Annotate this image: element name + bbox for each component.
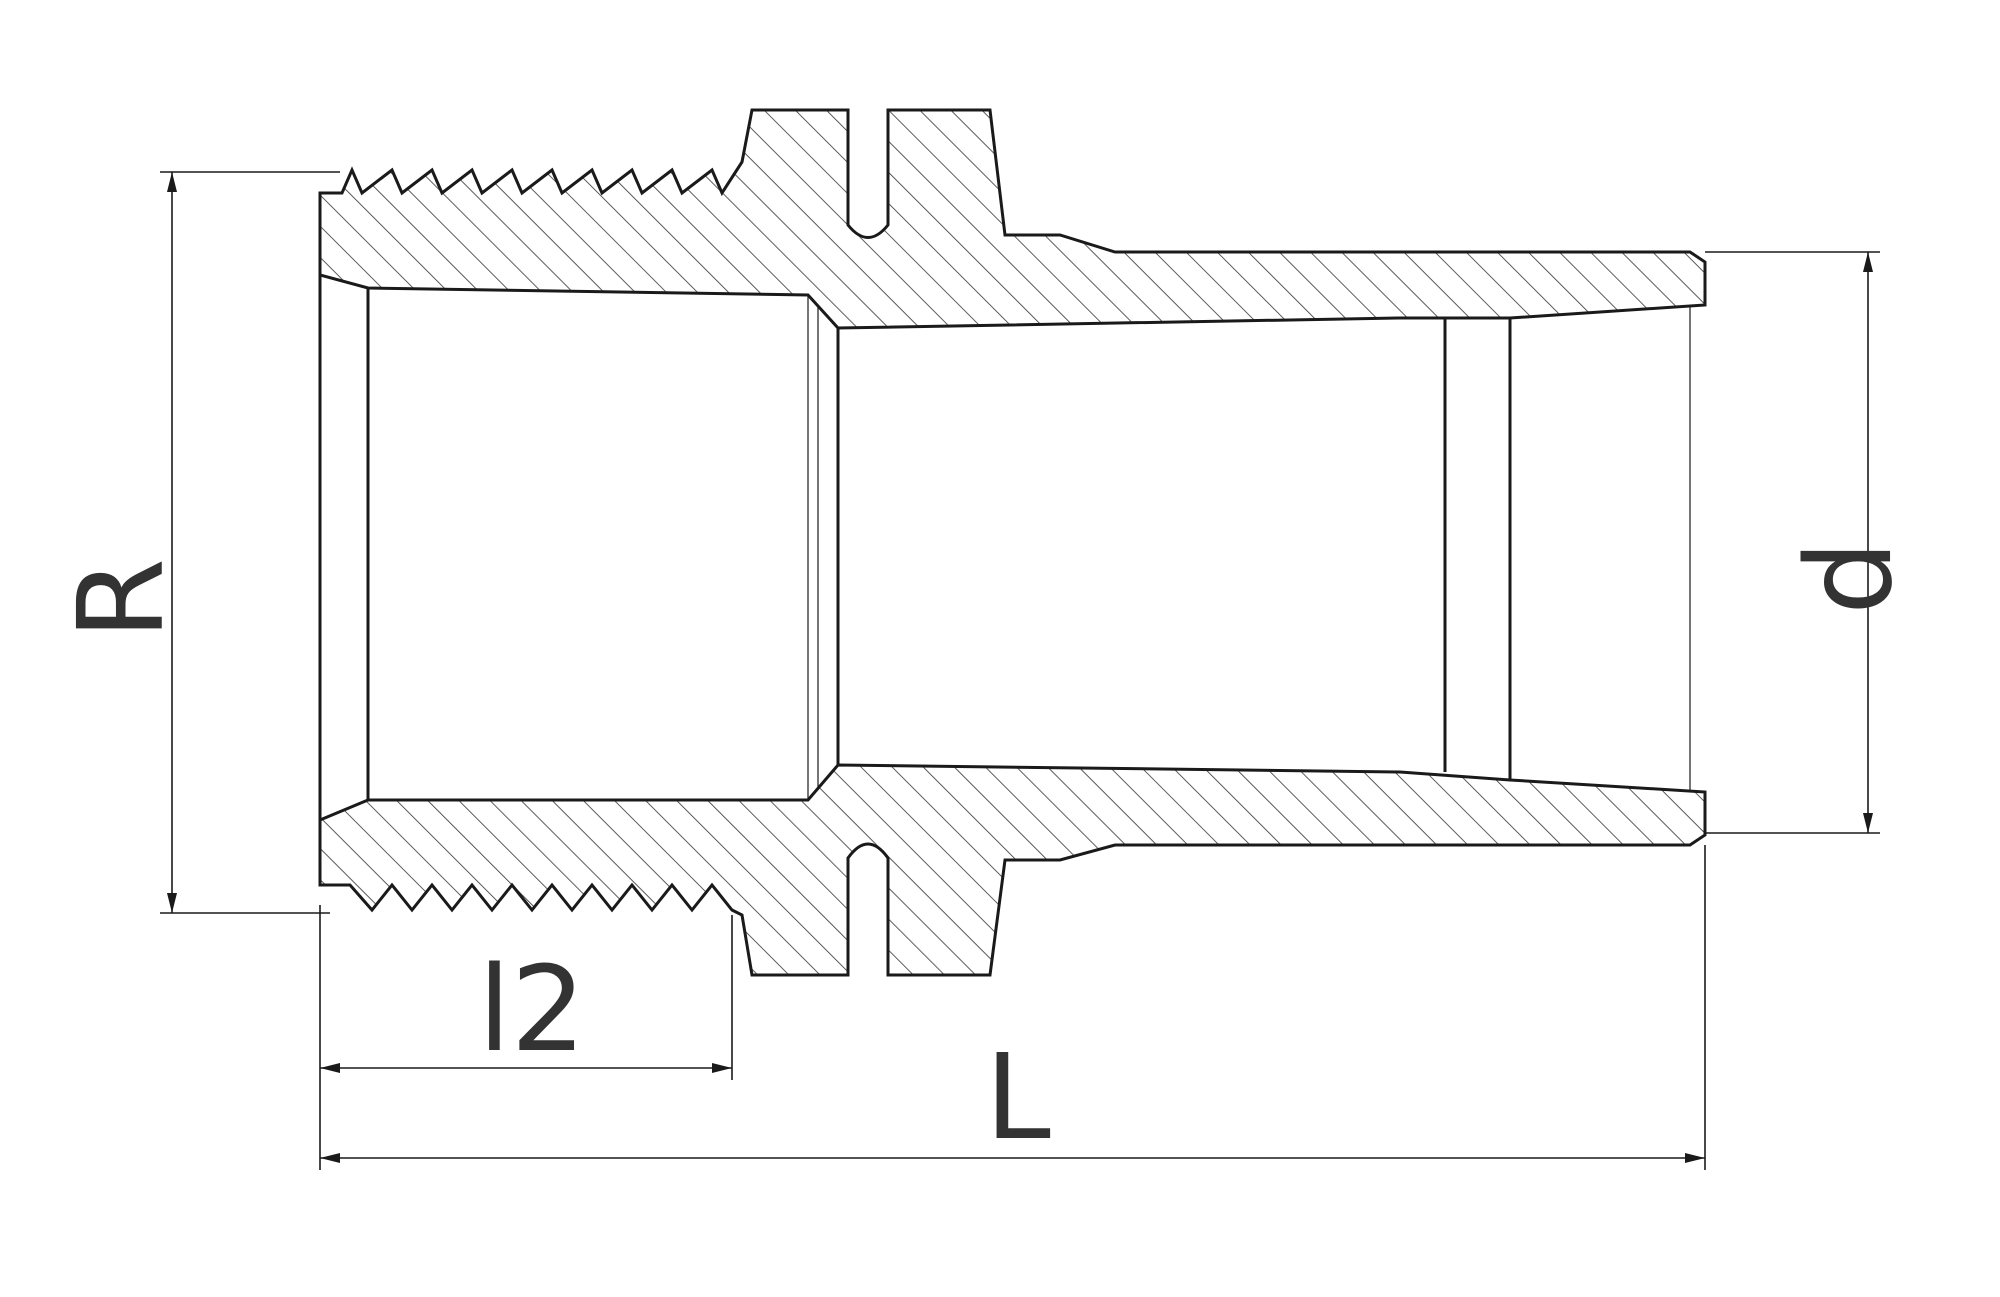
bore-outline bbox=[318, 193, 1691, 885]
dimension-L bbox=[320, 845, 1706, 1170]
upper-wall-section bbox=[318, 108, 1707, 330]
dimension-label-d: d bbox=[1780, 540, 1918, 615]
dimension-label-L: L bbox=[985, 1028, 1051, 1166]
dimension-d bbox=[1705, 251, 1880, 834]
dimension-label-l2: l2 bbox=[478, 940, 586, 1078]
dimension-l2 bbox=[319, 905, 733, 1170]
lower-wall-section bbox=[318, 763, 1707, 977]
dimension-R bbox=[160, 171, 340, 914]
dimension-label-R: R bbox=[52, 558, 190, 640]
